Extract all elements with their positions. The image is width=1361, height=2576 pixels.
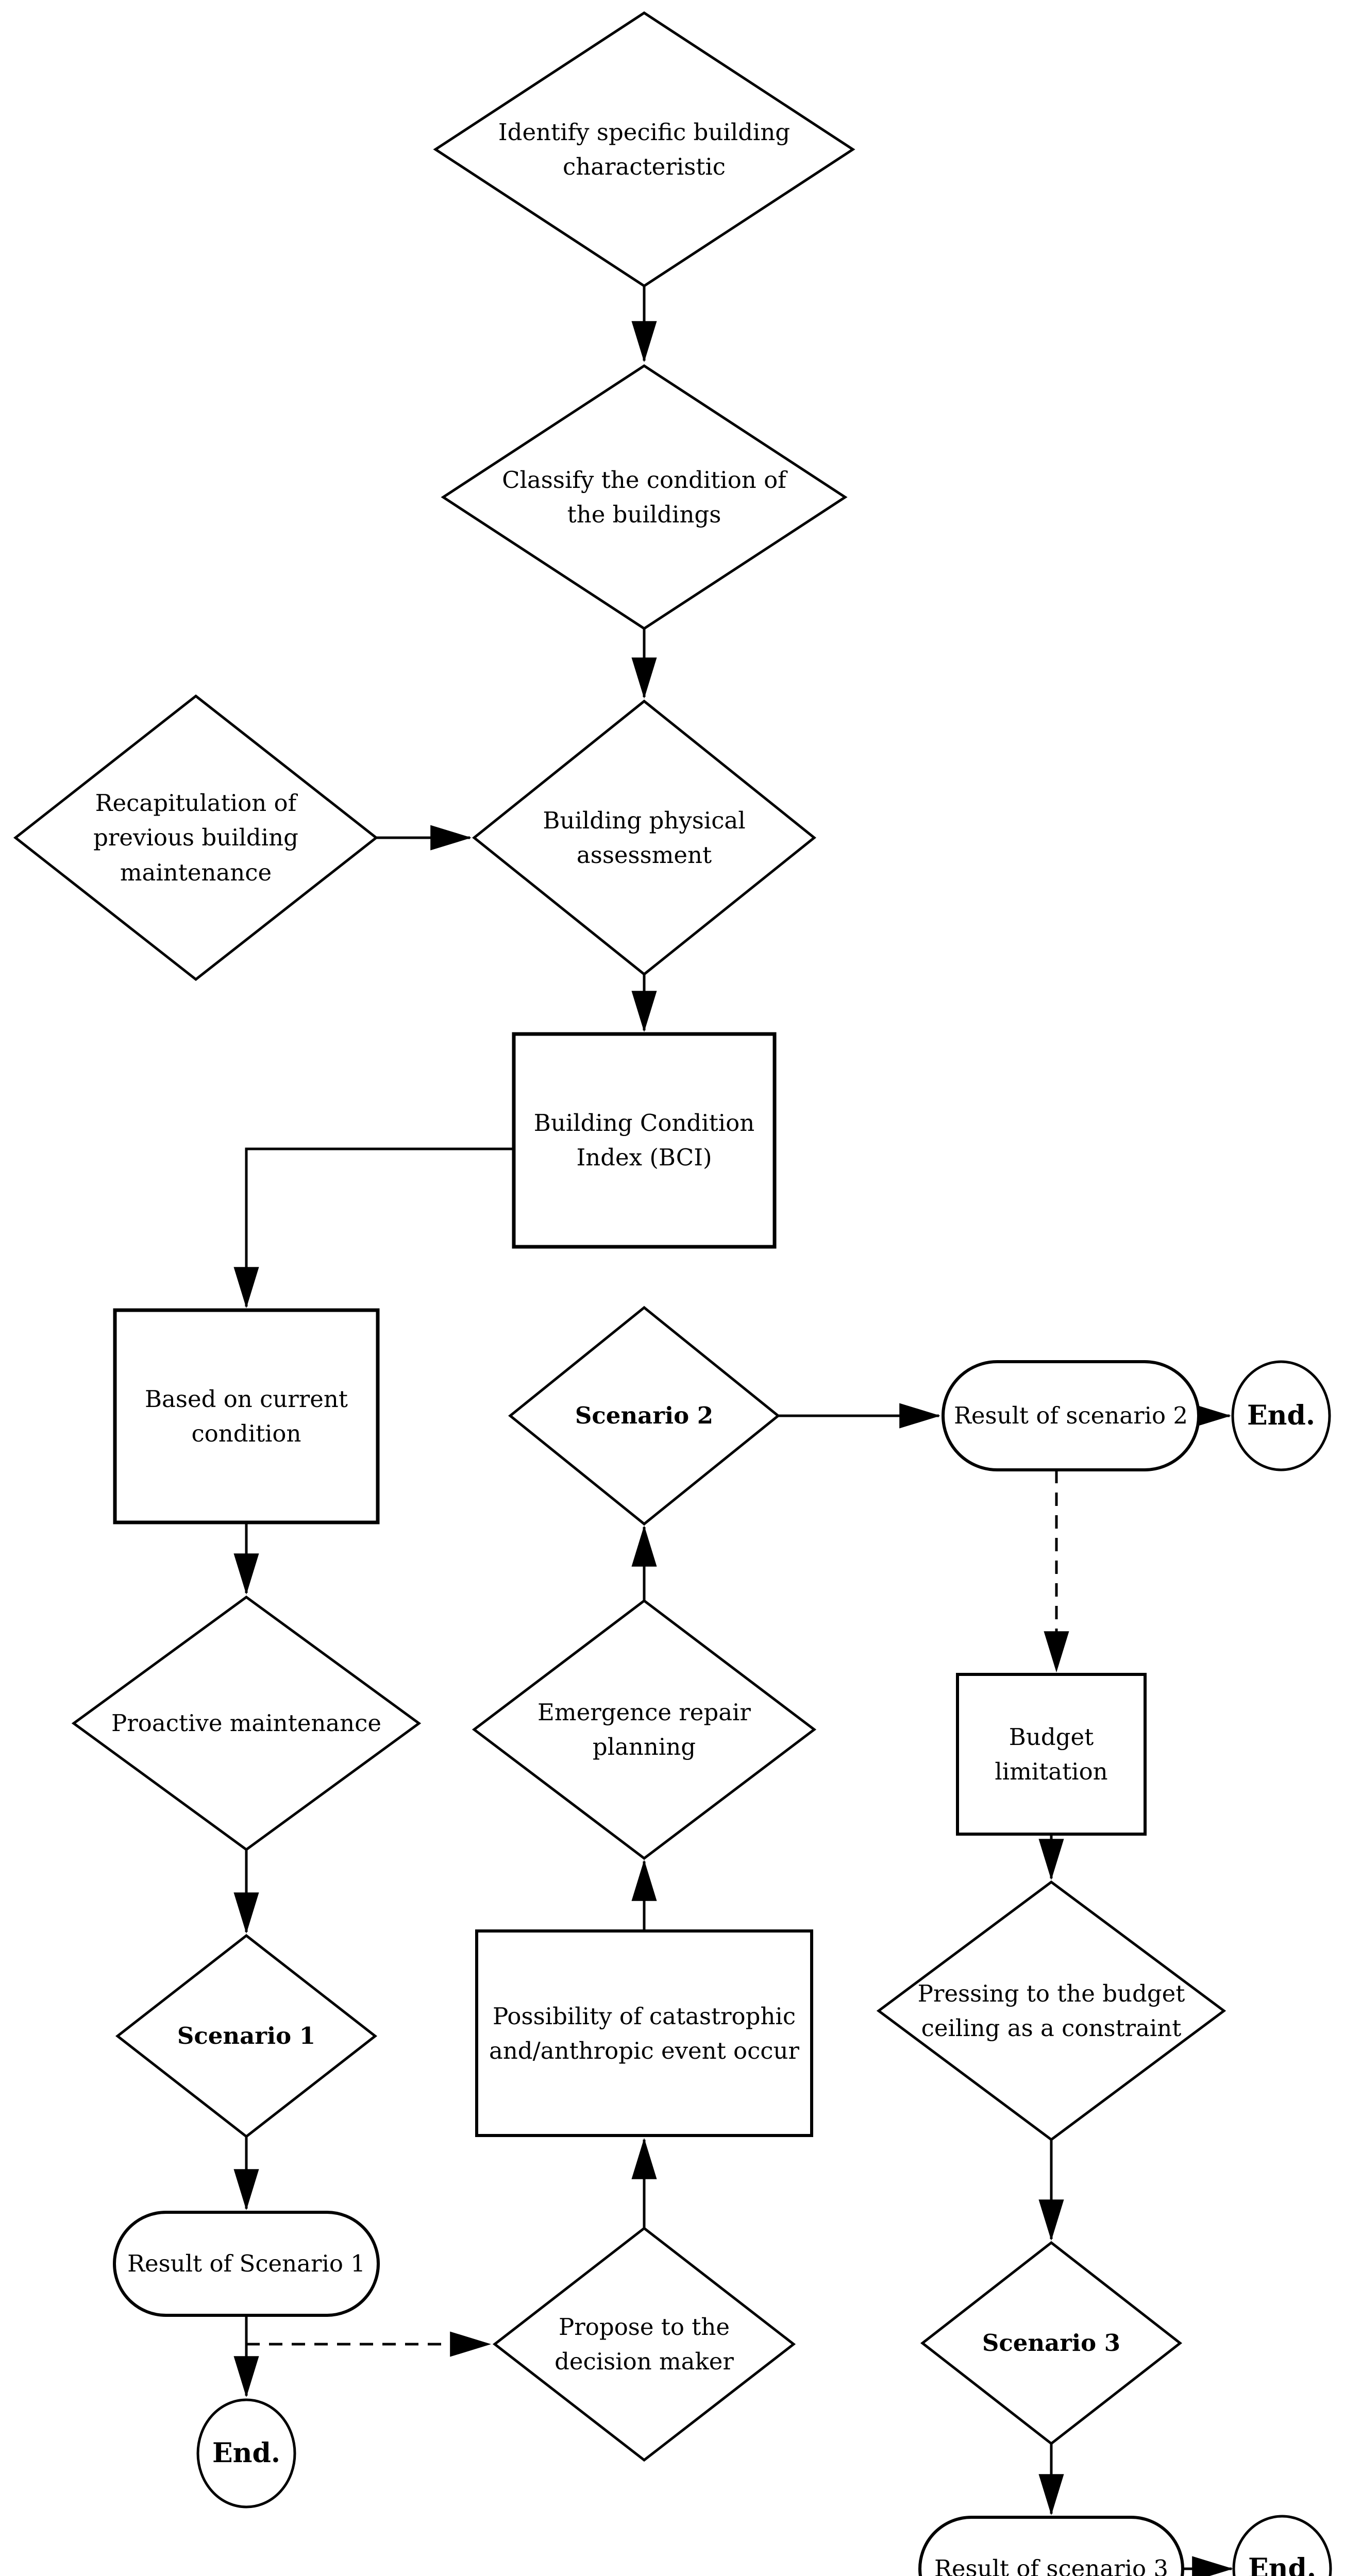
possibility-label: Possibility of catastrophic and/anthropi… [489, 2002, 799, 2065]
scenario-1-label: Scenario 1 [177, 2022, 316, 2050]
result-of-scenario-1-terminator [113, 2211, 380, 2317]
scenario-2-diamond [508, 1306, 780, 1526]
result-3-label: Result of scenario 3 [934, 2555, 1169, 2576]
based-current-label: Based on current condition [144, 1385, 348, 1448]
scenario-2-label: Scenario 2 [575, 1402, 714, 1430]
result-of-scenario-2-terminator [942, 1360, 1200, 1471]
end-2-label: End. [1247, 1400, 1315, 1431]
pressing-label: Pressing to the budget ceiling as a cons… [917, 1979, 1185, 2042]
scenario-3-label: Scenario 3 [982, 2329, 1121, 2357]
recapitulation-label: Recapitulation of previous building main… [93, 789, 298, 886]
budget-limitation-rect [956, 1673, 1147, 1836]
bci-label: Building Condition Index (BCI) [533, 1109, 755, 1172]
physical-assessment-label: Building physical assessment [543, 806, 746, 869]
propose-label: Propose to the decision maker [555, 2313, 734, 2376]
end-1-label: End. [212, 2437, 280, 2469]
identify-building-diamond [433, 11, 855, 287]
result-2-label: Result of scenario 2 [953, 1402, 1188, 1430]
emergence-repair-planning-diamond [472, 1599, 817, 1860]
classify-condition-diamond [441, 364, 848, 630]
recapitulation-diamond [13, 694, 379, 981]
scenario-3-diamond [920, 2241, 1183, 2446]
based-on-current-condition-rect [113, 1308, 380, 1524]
proactive-label: Proactive maintenance [111, 1709, 381, 1737]
end-3-label: End. [1248, 2553, 1316, 2576]
pressing-budget-ceiling-diamond [876, 1880, 1226, 2142]
proactive-maintenance-diamond [71, 1595, 422, 1852]
bci-rect [512, 1032, 777, 1249]
budget-label: Budget limitation [995, 1723, 1108, 1786]
possibility-catastrophic-rect [475, 1929, 813, 2137]
classify-condition-label: Classify the condition of the buildings [502, 466, 786, 529]
scenario-1-diamond [115, 1934, 378, 2139]
result-of-scenario-3-terminator [918, 2516, 1184, 2576]
identify-building-label: Identify specific building characteristi… [498, 118, 791, 181]
emergence-label: Emergence repair planning [537, 1698, 751, 1761]
end-node-3 [1232, 2515, 1332, 2576]
arrow-bci-to-based-current [233, 1147, 514, 1309]
end-node-2 [1231, 1360, 1331, 1471]
result-1-label: Result of Scenario 1 [127, 2250, 365, 2278]
propose-decision-maker-diamond [492, 2226, 796, 2462]
building-physical-assessment-diamond [472, 699, 816, 976]
end-node-1 [196, 2398, 296, 2509]
